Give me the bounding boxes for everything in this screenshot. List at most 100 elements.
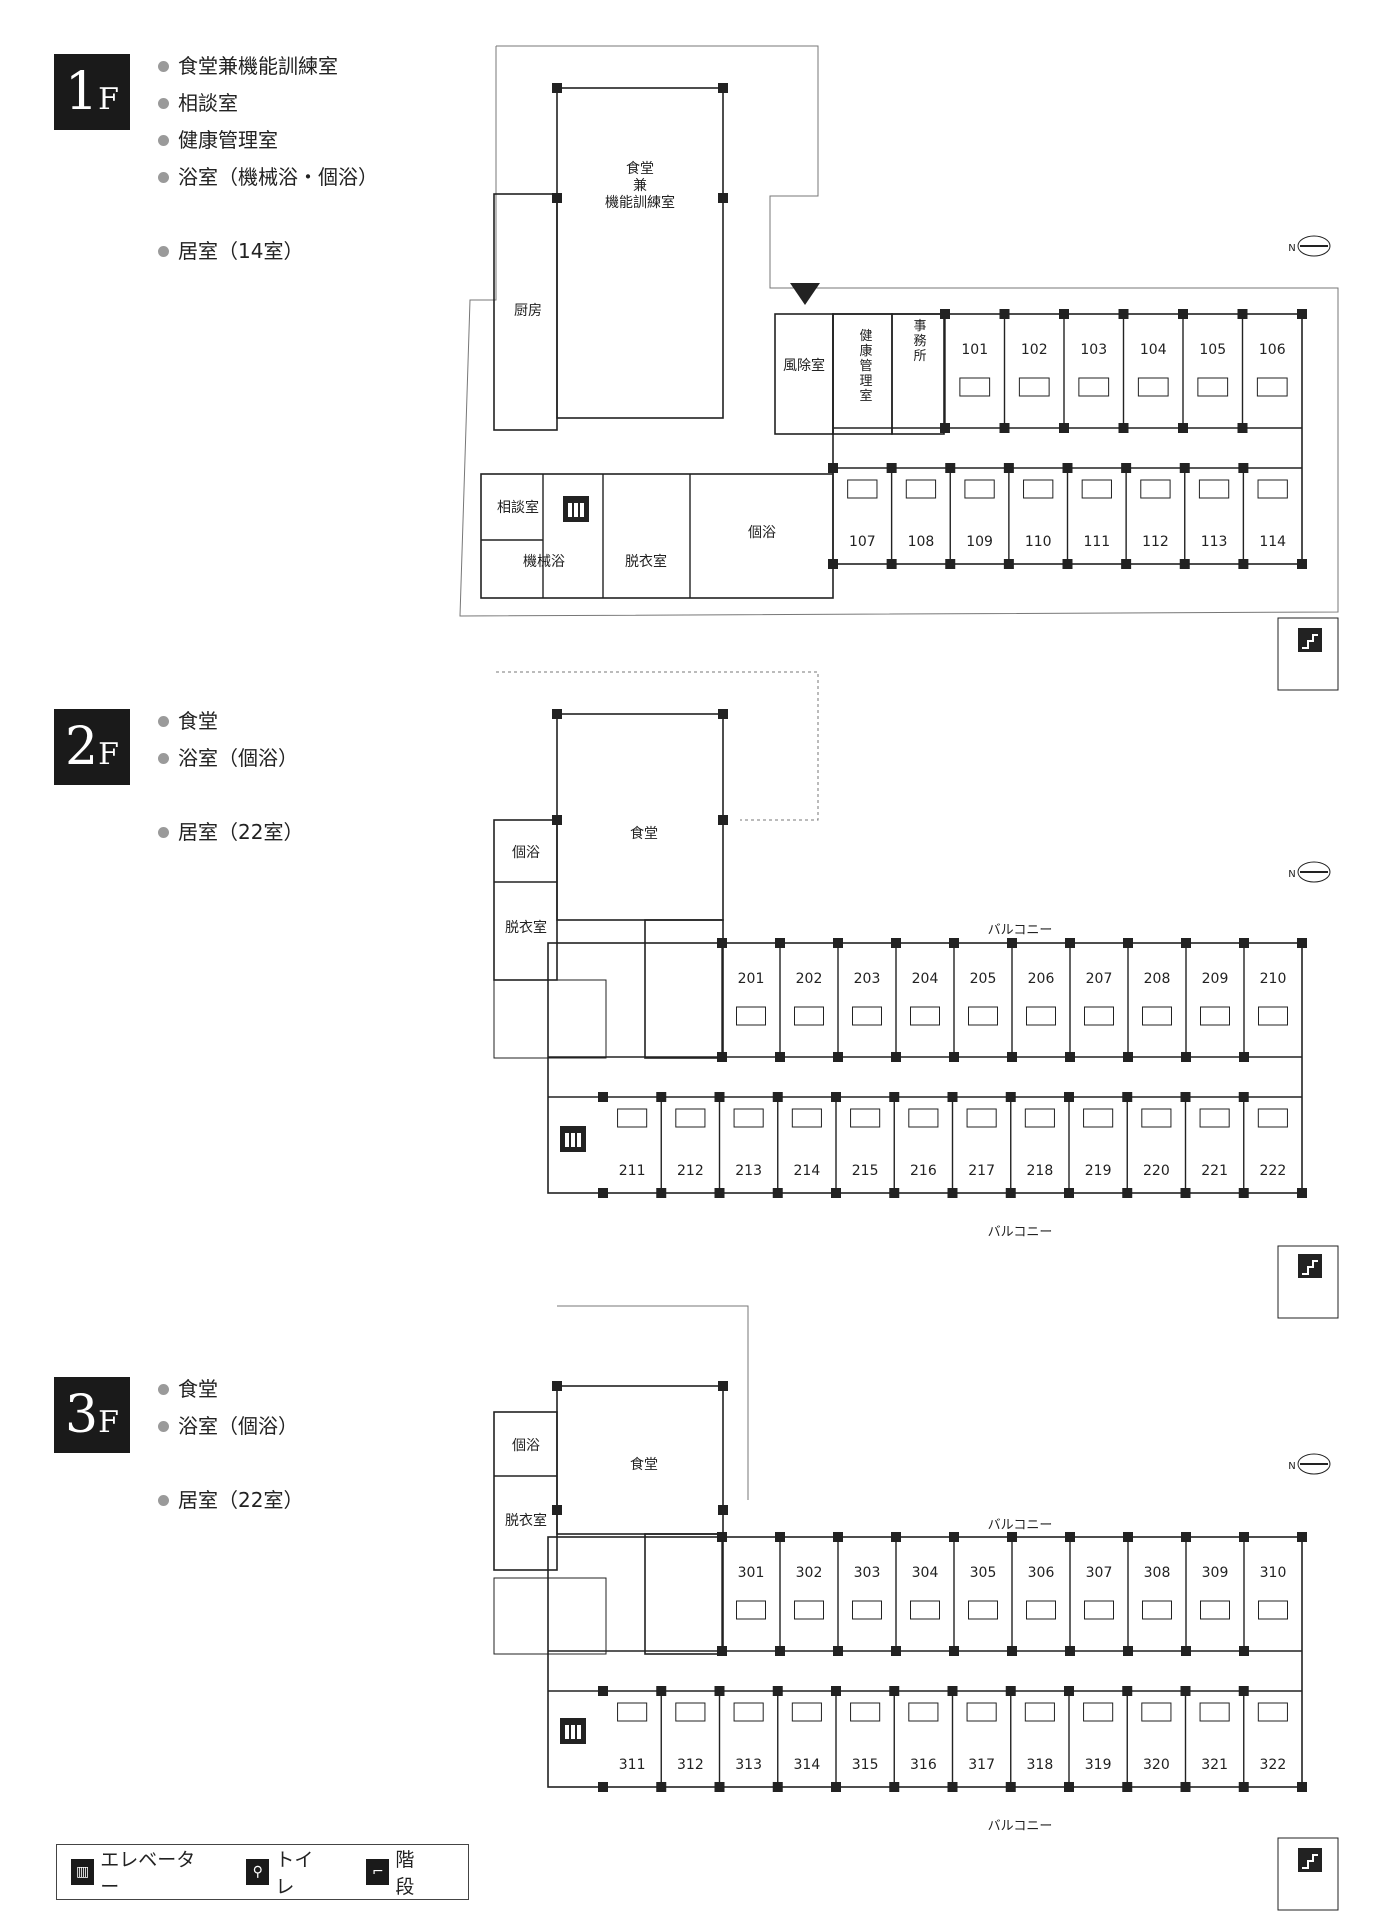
- private-bath-label: 個浴: [512, 845, 540, 861]
- dressing-label: 脱衣室: [505, 919, 547, 936]
- column: [1181, 1532, 1191, 1542]
- column: [1181, 1052, 1191, 1062]
- elevator-icon: [574, 503, 578, 517]
- legend-elevator: ▥ エレベーター: [71, 1845, 210, 1899]
- room-number: 109: [966, 534, 993, 550]
- list-item: 食堂: [158, 703, 303, 740]
- office-label: 事: [913, 319, 926, 334]
- legend-toilet-label: トイレ: [275, 1849, 314, 1898]
- stair-hall: [644, 919, 724, 1059]
- column: [1239, 1052, 1249, 1062]
- column: [775, 1646, 785, 1656]
- room-bath: [675, 1108, 706, 1128]
- column: [718, 83, 728, 93]
- column: [947, 1188, 958, 1198]
- room-number: 212: [677, 1163, 704, 1179]
- private-bath-label: 個浴: [512, 1438, 540, 1454]
- elevator-icon: [580, 503, 584, 517]
- column: [891, 1646, 901, 1656]
- column: [833, 1646, 843, 1656]
- column: [1064, 1188, 1074, 1198]
- stair-well: [1277, 1837, 1339, 1911]
- column: [1059, 423, 1069, 433]
- entrance-arrow-icon: [790, 283, 820, 305]
- floor-number: 1: [65, 62, 99, 122]
- site-boundary: [459, 45, 1339, 617]
- health-label: 理: [859, 374, 872, 389]
- bullet-icon: [158, 1384, 169, 1395]
- bullet-icon: [158, 135, 169, 146]
- column: [1178, 423, 1188, 433]
- column: [1178, 309, 1188, 319]
- elevator-icon: ▥: [71, 1859, 95, 1885]
- column: [886, 559, 897, 569]
- room-bath: [1023, 479, 1054, 499]
- room-bath: [1198, 479, 1230, 499]
- room-bath: [1258, 1006, 1288, 1026]
- dining-room: [556, 87, 724, 419]
- room-bath: [736, 1006, 766, 1026]
- room-bath: [850, 1702, 881, 1722]
- column: [718, 1381, 728, 1391]
- floor-1f-facility-list: 食堂兼機能訓練室 相談室 健康管理室 浴室（機械浴・個浴） 居室（14室）: [158, 48, 378, 270]
- room-number: 301: [738, 1565, 765, 1581]
- column: [1179, 463, 1190, 473]
- column: [889, 1188, 900, 1198]
- room-number: 306: [1028, 1565, 1055, 1581]
- column: [1297, 559, 1307, 569]
- column: [772, 1782, 783, 1792]
- column: [1007, 1646, 1017, 1656]
- north-label: N: [1288, 869, 1295, 880]
- elevator-icon: [571, 1133, 575, 1147]
- column: [1122, 1686, 1133, 1696]
- windbreak-label: 風除室: [783, 357, 825, 374]
- wing-outline: [547, 942, 1303, 1194]
- room-number: 312: [677, 1757, 704, 1773]
- room-number: 217: [968, 1163, 995, 1179]
- room-bath: [1137, 377, 1169, 397]
- column: [772, 1188, 783, 1198]
- column: [1123, 938, 1133, 948]
- room-bath: [968, 1600, 998, 1620]
- room-bath: [968, 1006, 998, 1026]
- stair-well: [1277, 617, 1339, 691]
- column: [775, 1052, 785, 1062]
- column: [1238, 1686, 1249, 1696]
- bullet-icon: [158, 716, 169, 727]
- balcony-label: バルコニー: [988, 923, 1053, 938]
- room-bath: [1084, 1006, 1114, 1026]
- room-number: 210: [1260, 971, 1287, 987]
- elevator-icon: [565, 1725, 569, 1739]
- list-item: 相談室: [158, 85, 378, 122]
- room-bath: [1083, 1108, 1114, 1128]
- column: [1123, 1646, 1133, 1656]
- room-number: 101: [961, 342, 988, 358]
- room-number: 218: [1027, 1163, 1054, 1179]
- room-number: 208: [1144, 971, 1171, 987]
- list-item: 食堂: [158, 1371, 303, 1408]
- column: [1121, 463, 1132, 473]
- column: [1005, 1188, 1016, 1198]
- column: [949, 938, 959, 948]
- column: [656, 1686, 667, 1696]
- column: [1238, 559, 1249, 569]
- column: [1297, 309, 1307, 319]
- column: [831, 1092, 841, 1102]
- column: [1122, 1188, 1133, 1198]
- room-bath: [905, 479, 937, 499]
- room-number: 321: [1201, 1757, 1228, 1773]
- room-number: 107: [849, 534, 876, 550]
- room-bath: [852, 1006, 882, 1026]
- room-number: 317: [968, 1757, 995, 1773]
- column: [1065, 1052, 1075, 1062]
- bullet-icon: [158, 753, 169, 764]
- column: [1237, 423, 1248, 433]
- list-item-rooms: 居室（22室）: [158, 1482, 303, 1519]
- dressing-label: 脱衣室: [625, 553, 667, 570]
- room-bath: [791, 1108, 822, 1128]
- column: [891, 1532, 901, 1542]
- floor-2f-facility-list: 食堂 浴室（個浴） 居室（22室）: [158, 703, 303, 851]
- column: [656, 1188, 667, 1198]
- column: [947, 1782, 958, 1792]
- room-bath: [966, 1702, 997, 1722]
